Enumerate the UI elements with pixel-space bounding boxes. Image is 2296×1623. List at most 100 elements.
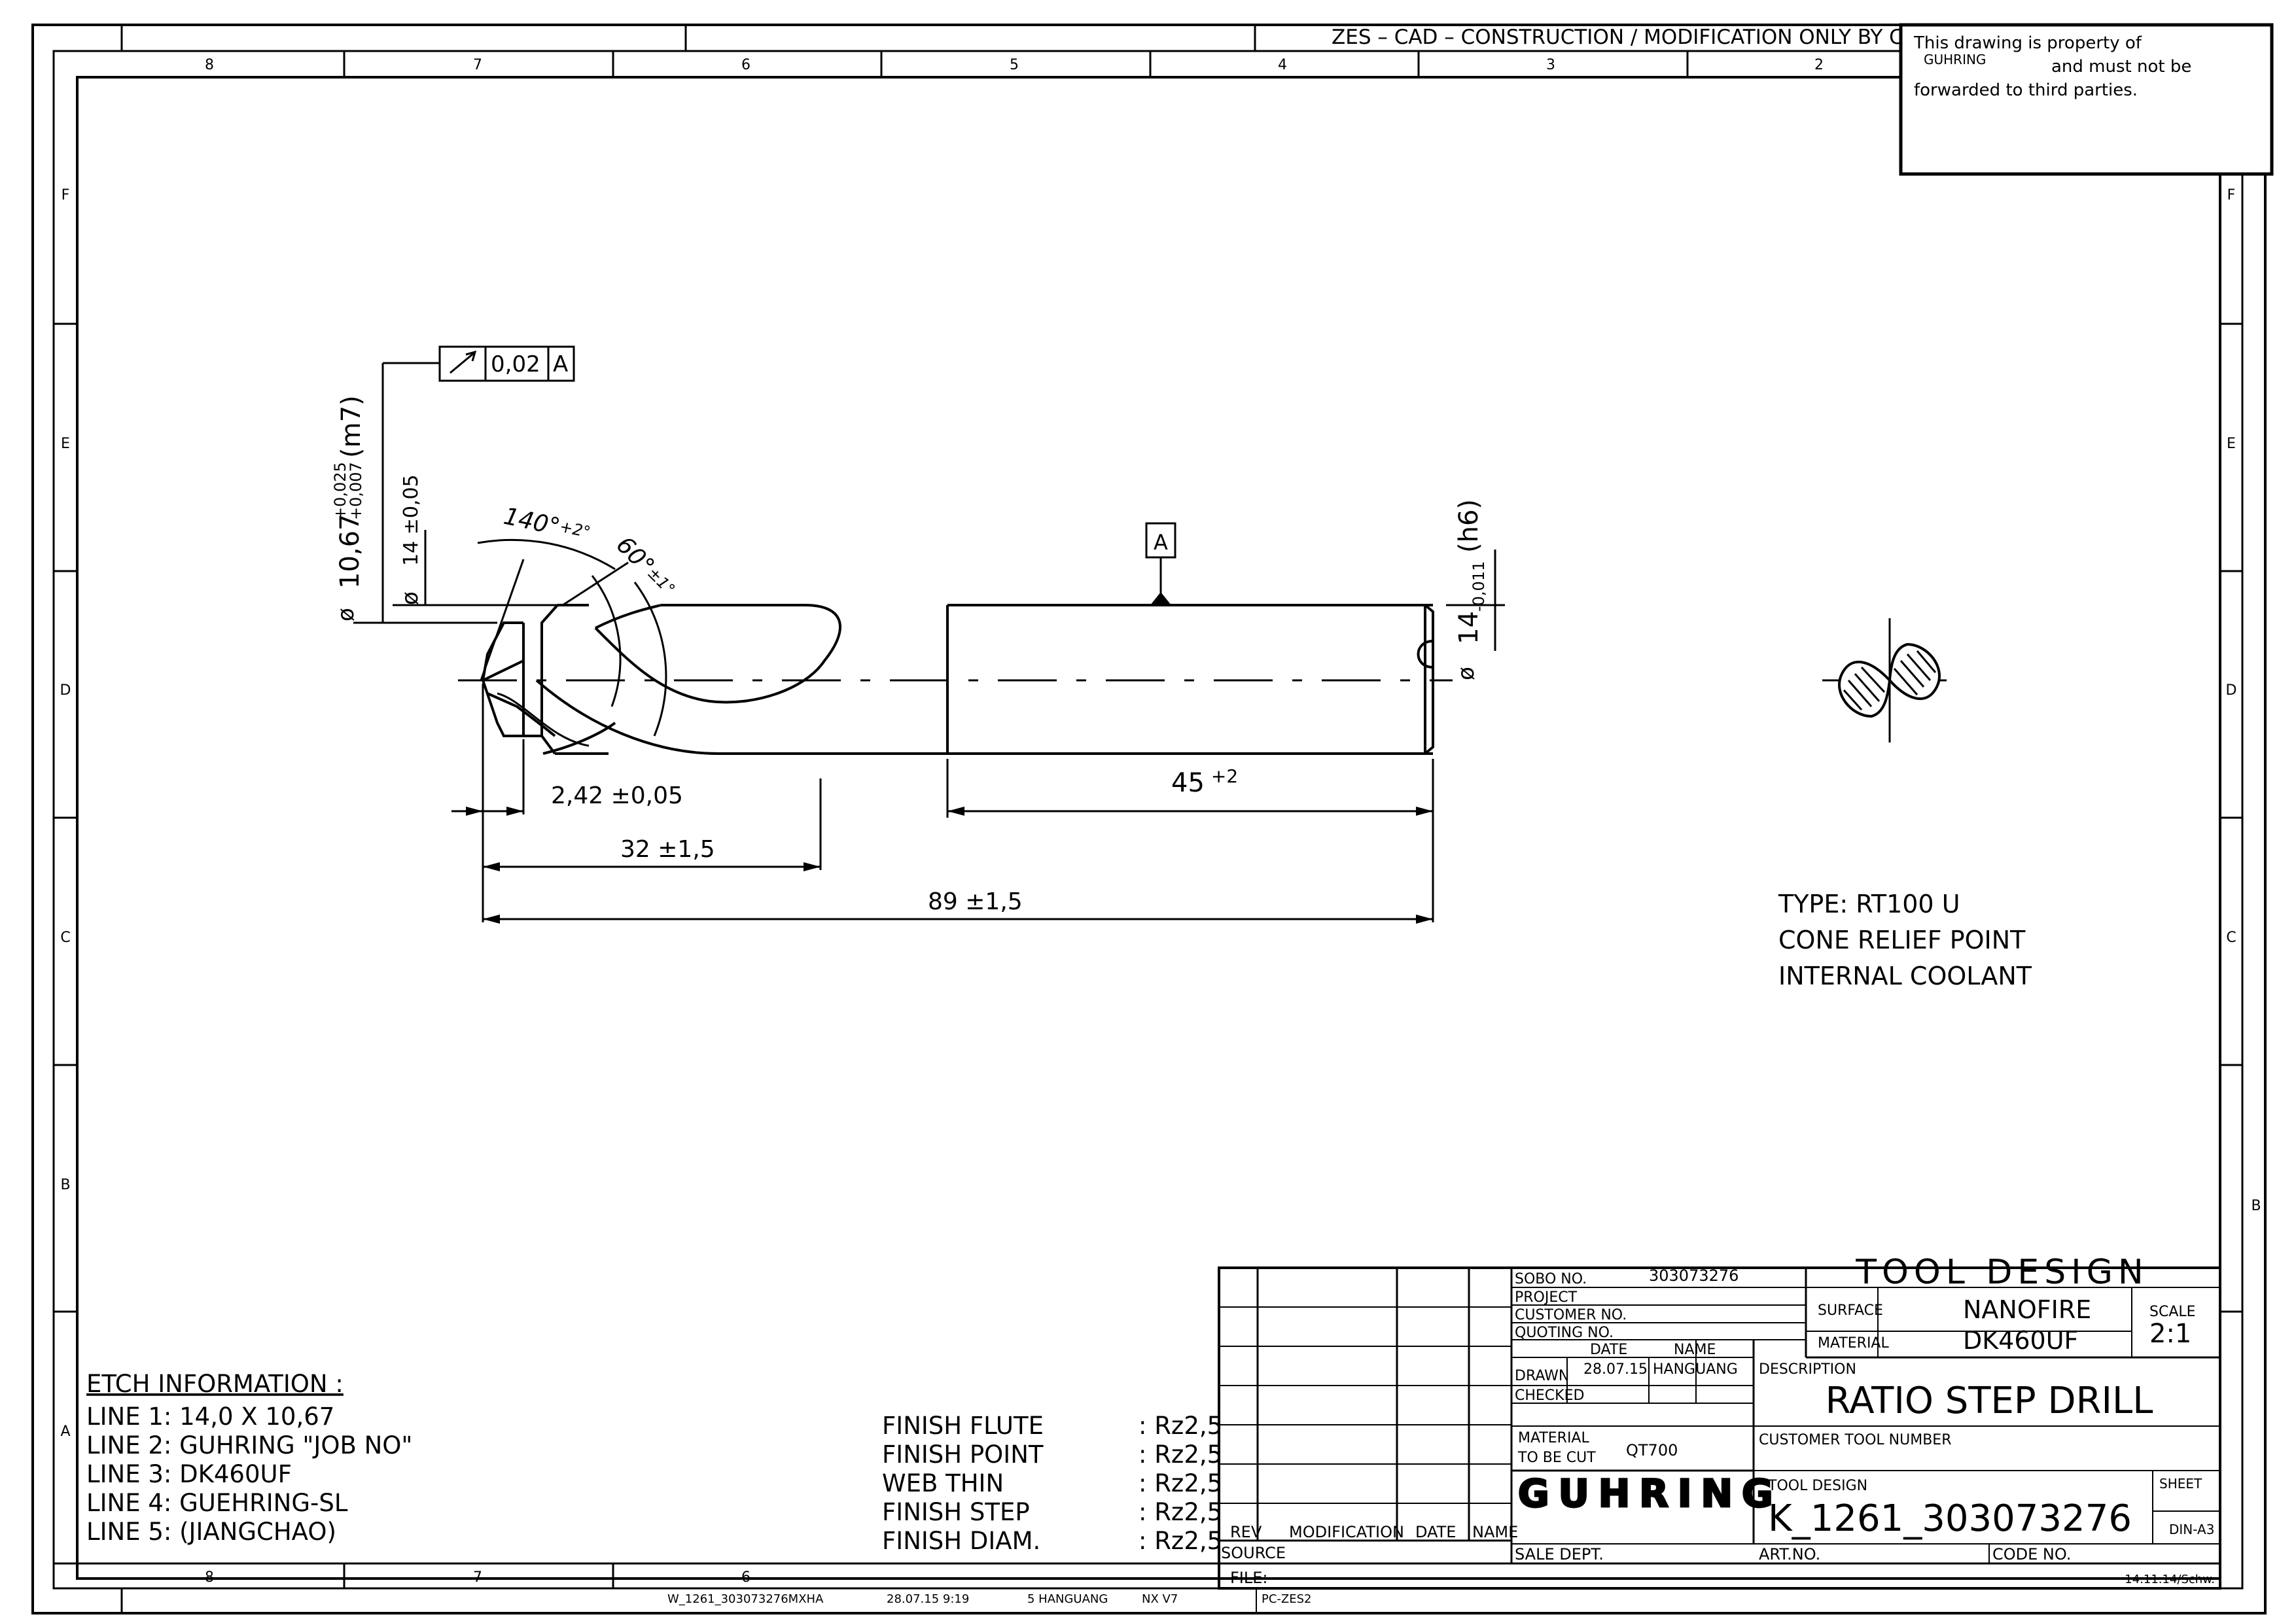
finish-label-web: WEB THIN <box>882 1469 1004 1497</box>
svg-text:SURFACE: SURFACE <box>1818 1302 1883 1319</box>
svg-text:DATE: DATE <box>1415 1523 1456 1541</box>
finish-value-flute: : Rz2,5 <box>1139 1412 1222 1440</box>
svg-text:TO BE CUT: TO BE CUT <box>1517 1450 1596 1466</box>
svg-text:MODIFICATION: MODIFICATION <box>1289 1523 1404 1541</box>
sobo-value: 303073276 <box>1649 1266 1739 1285</box>
type-notes: TYPE: RT100 U CONE RELIEF POINT INTERNAL… <box>1778 890 2032 990</box>
svg-text:SCALE: SCALE <box>2149 1304 2196 1320</box>
svg-text:MATERIAL: MATERIAL <box>1518 1430 1589 1446</box>
row-label-b: B <box>60 1177 70 1193</box>
svg-text:14: 14 <box>1454 611 1484 644</box>
svg-text:PROJECT: PROJECT <box>1515 1289 1578 1306</box>
file-path: W_1261_303073276MXHA <box>667 1592 824 1606</box>
coolant-hole <box>1417 640 1434 669</box>
bottom-col-label-7: 7 <box>473 1569 482 1586</box>
column-labels: 8 7 6 5 4 3 2 8 7 6 <box>205 57 1824 1586</box>
body-diameter-dim: ø 14 ±0,05 <box>393 474 563 606</box>
shank-length-label: 45+2 <box>1171 765 1238 798</box>
drill-cross-section <box>1822 618 1947 742</box>
linear-dimensions <box>451 684 1434 922</box>
col-label-3: 3 <box>1546 57 1555 73</box>
svg-text:ø: ø <box>397 591 423 605</box>
svg-text:CUSTOMER NO.: CUSTOMER NO. <box>1515 1307 1627 1323</box>
material-value: DK460UF <box>1963 1326 2078 1355</box>
bottom-col-label-8: 8 <box>205 1569 214 1586</box>
svg-text:10,67: 10,67 <box>335 514 365 589</box>
svg-text:CHECKED: CHECKED <box>1515 1387 1584 1404</box>
svg-text:SOURCE: SOURCE <box>1221 1544 1286 1562</box>
cad-version: NX V7 <box>1142 1592 1178 1606</box>
property-company: GUHRING <box>1924 52 1986 67</box>
description-value: RATIO STEP DRILL <box>1826 1380 2153 1422</box>
scale-value: 2:1 <box>2149 1319 2191 1349</box>
overall-length-label: 89 ±1,5 <box>928 888 1023 915</box>
dimension-arrows <box>466 807 1433 924</box>
flute-length-label: 32 ±1,5 <box>620 836 715 863</box>
col-label-5: 5 <box>1010 57 1019 73</box>
svg-text:CODE NO.: CODE NO. <box>1992 1545 2071 1563</box>
row-label-f: F <box>62 187 70 203</box>
property-notice: This drawing is property of GUHRING and … <box>1899 23 2274 176</box>
svg-text:DESCRIPTION: DESCRIPTION <box>1759 1361 1856 1378</box>
row-labels: F E D C B A F E D C B <box>60 187 2261 1440</box>
lip-curve <box>497 692 590 747</box>
datum-a-label: A <box>1154 530 1168 555</box>
sheet-format: DIN-A3 <box>2169 1522 2214 1537</box>
title-block <box>1218 1266 2221 1613</box>
finish-value-web: : Rz2,5 <box>1139 1469 1222 1497</box>
etch-line-5: LINE 5: (JIANGCHAO) <box>86 1518 336 1546</box>
step-diameter-dim: ø 10,67 +0,025 +0,007 (m7) <box>331 395 366 621</box>
svg-text:NAME: NAME <box>1674 1342 1716 1358</box>
type-note: TYPE: RT100 U <box>1778 890 1960 918</box>
runout-arrow-icon <box>450 350 477 374</box>
coolant-note: INTERNAL COOLANT <box>1778 962 2032 990</box>
svg-text:(m7): (m7) <box>336 395 366 458</box>
station: PC-ZES2 <box>1262 1592 1312 1606</box>
drawing-frame <box>31 24 2267 1614</box>
title-block-text: REV MODIFICATION DATE NAME SOURCE FILE: … <box>1221 1253 2215 1587</box>
svg-text:DRAWN: DRAWN <box>1515 1368 1569 1384</box>
finish-value-diam: : Rz2,5 <box>1139 1527 1222 1555</box>
row-label-c: C <box>60 930 70 946</box>
svg-text:SOBO NO.: SOBO NO. <box>1515 1271 1587 1287</box>
datum-a: A <box>1145 522 1176 605</box>
finish-label-flute: FINISH FLUTE <box>882 1412 1044 1440</box>
drawn-name: HANGUANG <box>1653 1361 1738 1378</box>
angle-dimensions <box>477 538 667 737</box>
finish-label-diam: FINISH DIAM. <box>882 1527 1040 1555</box>
runout-value: 0,02 <box>491 351 540 377</box>
etch-line-4: LINE 4: GUEHRING-SL <box>86 1489 348 1517</box>
property-line-3: forwarded to third parties. <box>1914 80 2138 100</box>
property-line-1: This drawing is property of <box>1913 33 2142 53</box>
col-label-6: 6 <box>741 57 751 73</box>
svg-text:-0,011: -0,011 <box>1470 561 1488 612</box>
etch-information: ETCH INFORMATION : LINE 1: 14,0 X 10,67 … <box>86 1370 412 1546</box>
etch-title: ETCH INFORMATION : <box>86 1370 344 1398</box>
flute-helix <box>595 604 662 629</box>
row-label-d-right: D <box>2226 682 2237 699</box>
svg-text:TOOL DESIGN: TOOL DESIGN <box>1767 1478 1867 1494</box>
row-label-a: A <box>60 1423 70 1440</box>
surface-value: NANOFIRE <box>1963 1295 2091 1324</box>
tool-design-title: TOOL DESIGN <box>1855 1253 2149 1292</box>
finish-label-step: FINISH STEP <box>882 1498 1030 1526</box>
svg-text:14 ±0,05: 14 ±0,05 <box>400 474 423 566</box>
etch-line-3: LINE 3: DK460UF <box>86 1460 292 1488</box>
plot-footer: W_1261_303073276MXHA 28.07.15 9:19 5 HAN… <box>667 1592 1312 1606</box>
svg-text:ø: ø <box>1453 667 1479 680</box>
svg-text:REV: REV <box>1230 1523 1262 1541</box>
runout-datum: A <box>553 351 568 377</box>
row-label-d: D <box>60 682 71 699</box>
etch-line-2: LINE 2: GUHRING "JOB NO" <box>86 1431 412 1459</box>
shank-diameter-dim: ø 14 -0,011 (h6) <box>1446 499 1505 680</box>
svg-text:ø: ø <box>333 608 359 621</box>
col-label-4: 4 <box>1278 57 1287 73</box>
drawing-number: K_1261_303073276 <box>1768 1497 2132 1540</box>
col-label-7: 7 <box>473 57 482 73</box>
user: 5 HANGUANG <box>1027 1592 1108 1606</box>
svg-text:SHEET: SHEET <box>2159 1476 2202 1492</box>
finish-value-point: : Rz2,5 <box>1139 1440 1222 1469</box>
finish-requirements: FINISH FLUTE : Rz2,5 FINISH POINT : Rz2,… <box>882 1412 1222 1555</box>
finish-value-step: : Rz2,5 <box>1139 1498 1222 1526</box>
